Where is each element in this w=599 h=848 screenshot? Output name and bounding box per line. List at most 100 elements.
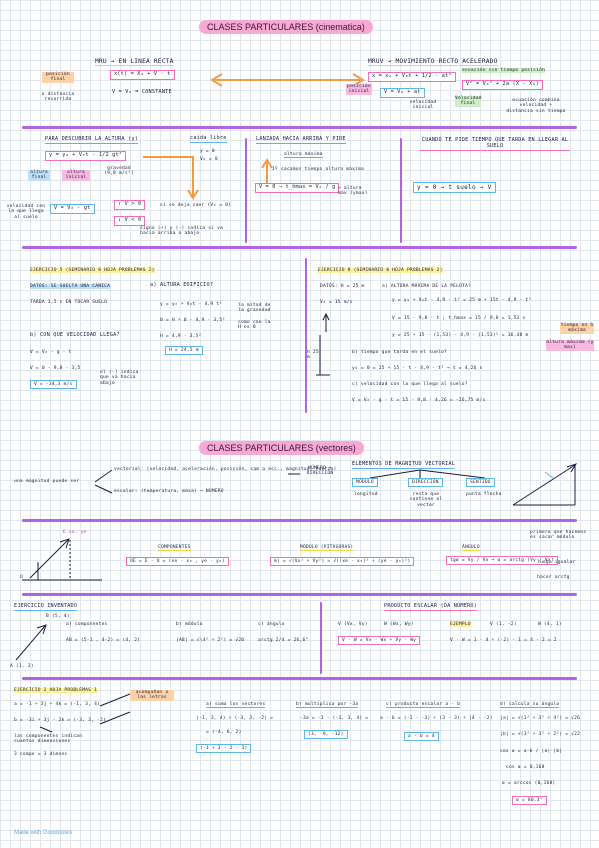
ex2-col-a-eq2: = (-4, 6, 2) xyxy=(206,730,242,735)
divider xyxy=(400,138,402,243)
velocity-up: ↑ V > 0 xyxy=(114,200,146,210)
ex2-col-d-eq3: cos α = a·b / |a|·|b| xyxy=(500,749,563,754)
invented-c-eq: arctg 2/4 = 26,6° xyxy=(258,638,309,643)
scalar-example-eq: V · W = 1 · 4 + (-2) · 1 = 4 - 2 = 2 xyxy=(450,638,557,643)
invented-a-eq: AB = (5-1 , 4-2) = (4, 2) xyxy=(66,638,141,643)
scalar-w-example: W (4, 1) xyxy=(538,622,562,627)
ex8-question-c: c) velocidad con la que llega al suelo? xyxy=(352,382,468,387)
mruv-velocity-formula: V = V₀ + at xyxy=(380,88,425,98)
ex2-col-b-title: b) multiplica por -3a xyxy=(296,702,359,709)
throw-up-step: 1º sacamos tiempo altura máxima xyxy=(272,167,364,172)
mru-title: MRU → EN LINEA RECTA xyxy=(95,58,174,67)
mruv-combo-note: ecuación combina velocidad + distancia s… xyxy=(506,98,566,114)
ab-vector-diagram xyxy=(15,624,47,661)
throw-up-title: LANZADA HACIA ARRIBA Y PIDE xyxy=(256,136,346,144)
height-initial-label: altura inicial xyxy=(62,170,90,181)
ex2-components-3: 3 compo = 3 dimens xyxy=(14,752,68,757)
divider xyxy=(22,519,577,522)
ex2-col-d-eq4: cos α = 0,168 xyxy=(506,765,545,770)
angle-title: ÁNGULO xyxy=(462,545,480,552)
ex8-eq1: y = y₀ + V₀t - 4,9 · t² = 25 m + 15t - 4… xyxy=(392,298,532,303)
element-sentido: SENTIDO xyxy=(466,478,495,488)
scalar-product-title: PRODUCTO ESCALAR (DA NÚMERO) xyxy=(384,603,478,611)
components-formula: OE = E - O = (xe - x₀ , ye - y₀) xyxy=(126,557,229,567)
comparison-arrow xyxy=(210,73,365,87)
throw-up-sub: altura máxima xyxy=(284,152,323,159)
height-formula: y = y₀ + V₀t - 1/2 gt² xyxy=(45,151,127,161)
height-velocity-formula: V = V₀ - gt xyxy=(50,204,95,214)
invented-a: a) componentes xyxy=(66,622,108,627)
page-title-cinematica: CLASES PARTICULARES (cinematica) xyxy=(199,20,373,34)
page-title-vectores: CLASES PARTICULARES (vectores) xyxy=(199,441,364,455)
mruv-position-label: posición inicial xyxy=(346,84,372,95)
ex2-col-c-eq1: a · b = (-1 · -3) + (3 · 3) + (4 · -2) xyxy=(380,716,493,721)
mruv-final-velocity: Velocidad final xyxy=(455,96,482,107)
divider xyxy=(22,246,577,249)
ex5-result-v: V = -34,3 m/s xyxy=(30,380,77,390)
mruv-velocity-label: velocidad inicial xyxy=(409,100,437,111)
sign-note: signo (+) y (-) indica si va hacia arrib… xyxy=(140,226,224,237)
ex2-vector-a: a = -1 + 3j + 4k = (-1, 3, 4) xyxy=(14,702,101,707)
magnitude-branch xyxy=(94,469,300,494)
free-fall-title: caída libre xyxy=(190,135,227,143)
oe-vector-diagram xyxy=(22,538,102,581)
ex8-v0: V₀ = 15 m/s xyxy=(320,300,353,305)
modulo-formula: m| = √(Vx² + Vy²) = √((xe - x₀)² + (ye -… xyxy=(270,557,415,567)
element-direccion-desc: recta que contiene el vector xyxy=(409,492,443,508)
divider xyxy=(22,126,577,129)
divider xyxy=(22,677,577,680)
invented-b: b) módulo xyxy=(176,622,203,627)
ex5-eq2: 0 = H + 0 - 4,9 · 3,5² xyxy=(160,318,226,323)
mruv-formula: x = x₀ + V₀t + 1/2 · at² xyxy=(368,72,456,82)
angle-formula: tgα = Vy / Vx → α = arctg (Vy / Vx) xyxy=(446,556,558,566)
ex8-question-time: b) tiempo que tarda en el suelo? xyxy=(352,350,447,355)
element-modulo-desc: longitud xyxy=(354,492,378,497)
ex2-col-b-eq2: (3, -9, -12) xyxy=(304,730,348,740)
free-fall-v0: V₀ = 0 xyxy=(200,157,218,162)
modulo-title: MÓDULO (PITÁGORAS) xyxy=(300,545,354,552)
ex2-title: EJERCICIO 2 HOJA PROBLEMAS 1 xyxy=(14,688,98,694)
ex5-time: TARDA 3,5 s EN TOCAR SUELO xyxy=(30,300,108,305)
point-o: O xyxy=(20,575,23,580)
element-sentido-desc: punta flecha xyxy=(466,492,502,497)
ex2-col-a-title: a) suma los vectores xyxy=(206,702,266,709)
ex5-v1: V = V₀ - g · t xyxy=(30,350,72,355)
velocity-down: ↓ V < 0 xyxy=(114,216,146,226)
scalar-v: V (Vx, Vy) xyxy=(338,622,368,627)
height-gravity-label: gravedad (9,8 m/s²) xyxy=(104,166,134,177)
mruv-no-time-formula: V² = V₀² + 2a (X - X₀) xyxy=(462,80,544,90)
invented-point-b: B (5, 4) xyxy=(46,614,70,619)
ex2-col-b-eq1: -3a = -3 · (-1, 3, 4) = xyxy=(300,716,369,721)
ex8-tag-height: altura máxima (y max) xyxy=(546,340,594,351)
element-modulo: MÓDULO xyxy=(352,478,378,488)
mru-position-label: posición final xyxy=(42,72,74,83)
invented-point-a: A (1, 2) xyxy=(10,664,34,669)
ex5-question-b: b) CON QUE VELOCIDAD LLEGA? xyxy=(30,332,120,338)
divider xyxy=(245,138,247,243)
hits-ground-formula: y = 0 → t suelo → V xyxy=(413,182,496,194)
point-e: E xe, ye xyxy=(63,530,87,535)
ex8-height-diagram xyxy=(316,312,330,376)
ex5-data: DATOS: SE SUELTA UNA CANICA xyxy=(30,284,111,290)
ex5-result-h: H = 24,5 m xyxy=(165,346,203,356)
ex8-eq4: y₀ = 0 = 25 + 15 · t - 4,9 · t² → t = 4,… xyxy=(352,366,483,371)
ex5-note: el (-) indica que va hacia abajo xyxy=(100,370,139,386)
mru-velocity: V = V₀ = CONSTANTE xyxy=(112,89,172,95)
throw-up-formula: V = 0 → t_hmax = V₀ / g xyxy=(255,183,340,193)
ex5-eq3: H = 4,9 · 3,5² xyxy=(160,334,202,339)
ex5-eq1: y = y₀ + V₀t - 4,9 t² xyxy=(160,302,223,307)
ex5-eq2-note: como cae la H es 0 xyxy=(238,320,271,331)
vector-triangle-diagram xyxy=(512,463,578,506)
mruv-no-position-title: ecuación sin tiempo posición xyxy=(462,68,546,74)
hits-ground-title: CUANDO TE PIDE TIEMPO QUE TARDA EN LLEGA… xyxy=(420,137,570,151)
free-fall-y0: y = 0 xyxy=(200,149,215,154)
element-direccion: DIRECCIÓN xyxy=(408,478,443,488)
ex8-eq5: V = V₀ - g · t = 15 - 9,8 · 4,26 = -26,7… xyxy=(352,398,486,403)
ex2-col-d-eq2: |b| = √(3² + 3² + 2²) = √22 xyxy=(500,732,581,737)
scalar-w: W (Wx, Wy) xyxy=(384,622,414,627)
free-fall-arrow xyxy=(143,156,199,200)
ex2-vector-b: b = -3i + 3j - 2k = (-3, 3, -2) xyxy=(14,718,106,723)
angle-note-1: primero que hacemos es sacar módulo xyxy=(530,530,587,541)
ex2-col-a-eq3: (-1 + 3 · 2 - 3) xyxy=(196,744,252,754)
mru-distance-label: o distancia recorrida xyxy=(41,92,75,103)
